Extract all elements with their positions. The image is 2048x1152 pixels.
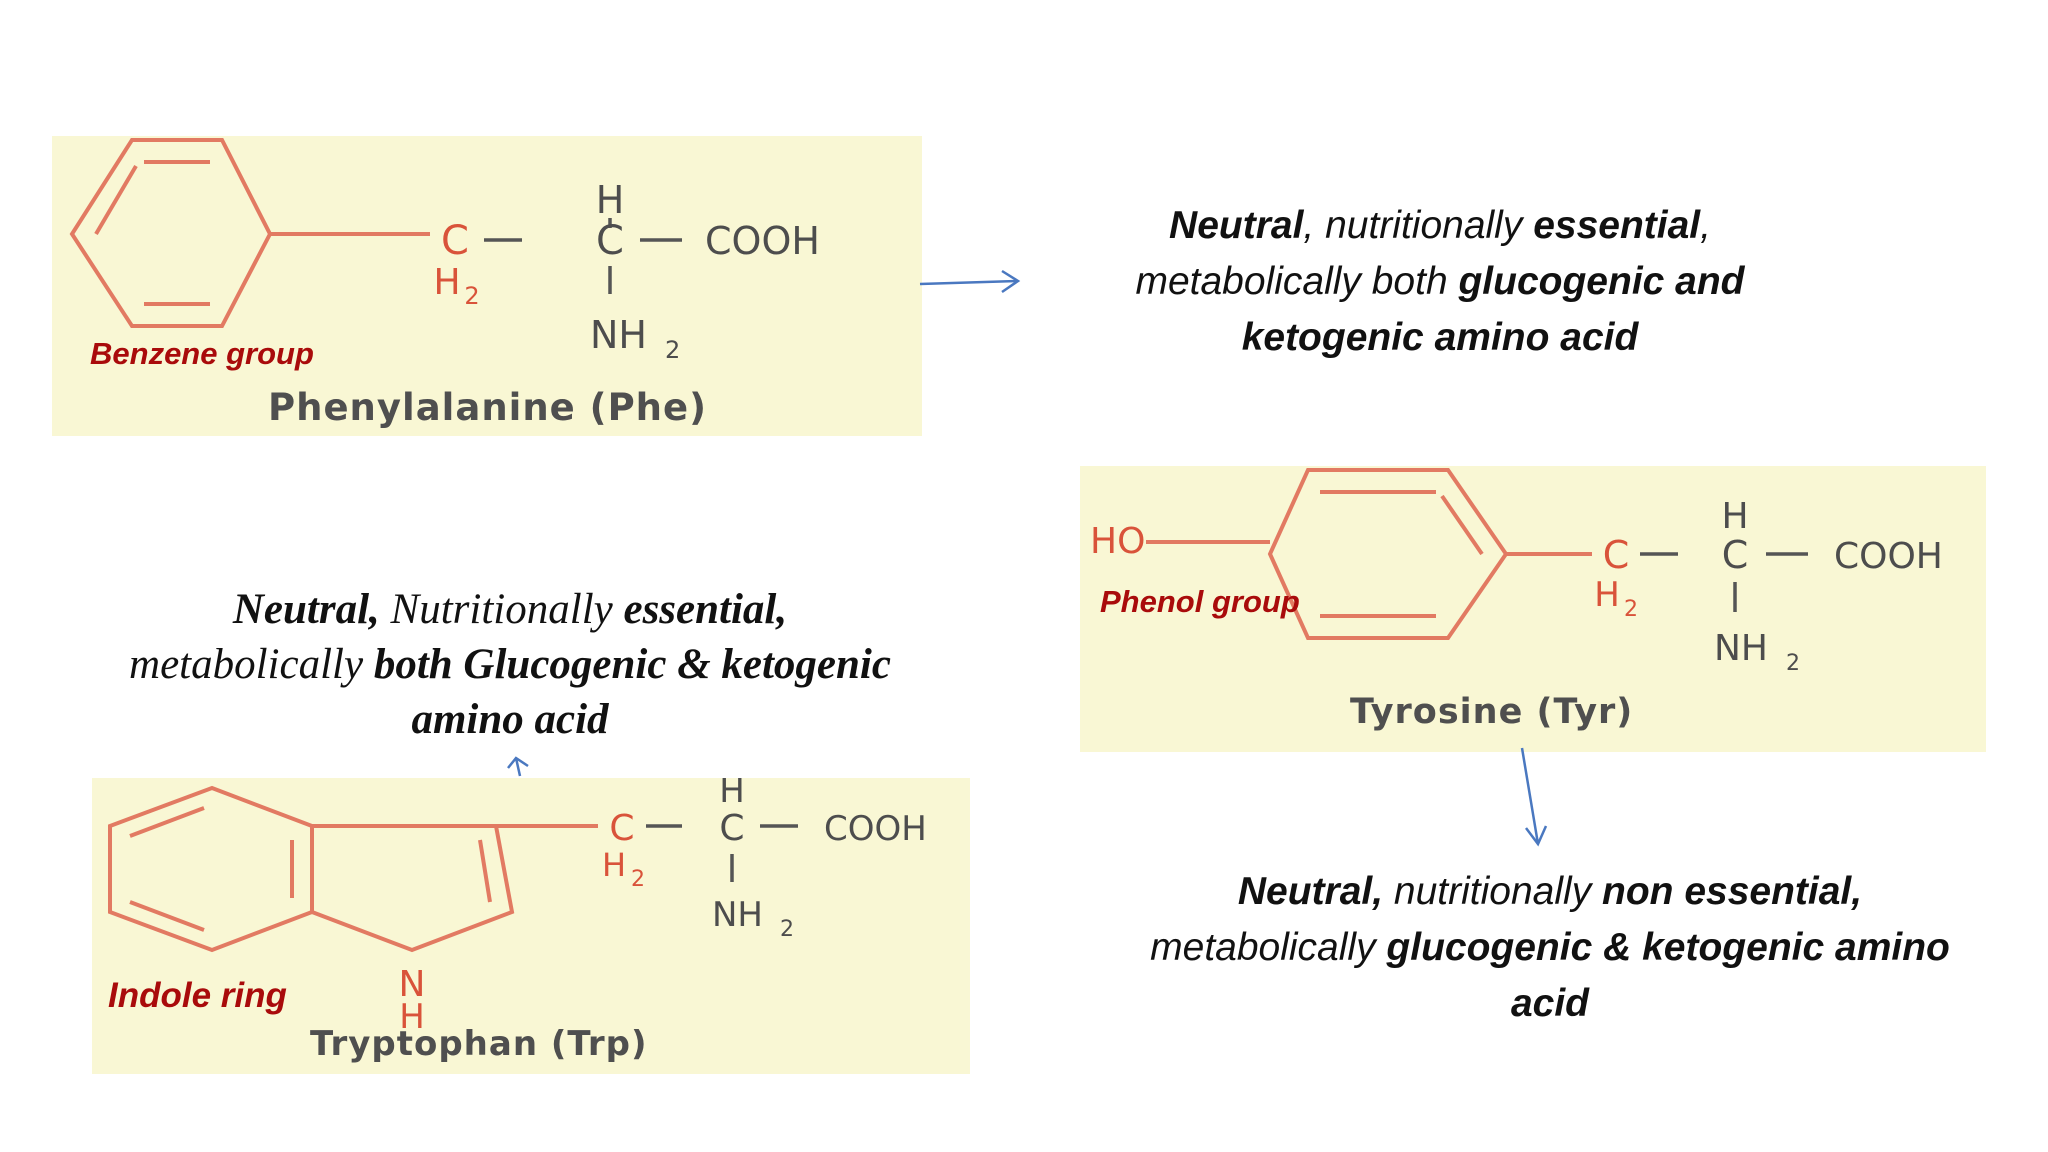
indole-nh-hydrogen: H [399,997,425,1037]
phenol-ring [1267,468,1509,640]
arrow-tyrosine-to-description [1520,747,1548,847]
alpha-hydrogen: H [719,778,745,811]
carboxyl-group: COOH [705,219,820,263]
amino-subscript: 2 [1786,651,1800,676]
carboxyl-group: COOH [824,809,927,849]
indole-pyrrole-ring [311,824,515,953]
hydroxyl-group: HO [1090,521,1145,562]
phenylalanine-structure: C H 2 H C COOH NH 2 [69,138,820,364]
ch2-hydrogen: H [1594,575,1620,615]
tryptophan-name: Tryptophan (Trp) [310,1024,648,1064]
amino-subscript: 2 [780,917,794,942]
phenol-group-label: Phenol group [1100,584,1300,619]
alpha-carbon: C [1722,533,1749,577]
tryptophan-panel: N H C H 2 H C COOH NH 2 Indole ring Tryp… [92,778,970,1074]
benzene-group-label: Benzene group [90,336,314,371]
ch2-carbon: C [609,808,634,849]
indole-ring-label: Indole ring [108,976,287,1015]
tryptophan-description: Neutral, Nutritionally essential, metabo… [129,586,891,743]
arrow-tryptophan-to-description [507,756,529,777]
arrow-phenylalanine-to-description [919,269,1021,294]
ch2-subscript: 2 [631,867,645,892]
ch2-hydrogen: H [602,846,626,884]
tyrosine-panel: HO C H 2 H C COOH NH 2 Phenol group Tyro… [1080,466,1986,752]
amino-subscript: 2 [665,336,680,364]
alpha-carbon: C [596,218,624,264]
alpha-hydrogen: H [596,178,625,222]
carboxyl-group: COOH [1834,536,1943,577]
amino-group: NH [712,895,763,935]
phenylalanine-panel: C H 2 H C COOH NH 2 Benzene group Phenyl… [52,136,922,436]
tyrosine-structure: HO C H 2 H C COOH NH 2 [1090,468,1943,676]
ch2-subscript: 2 [464,282,479,310]
ch2-subscript: 2 [1624,597,1638,622]
amino-group: NH [590,313,647,357]
alpha-carbon: C [719,808,744,849]
benzene-ring [69,138,273,328]
alpha-hydrogen: H [1721,496,1748,537]
phenylalanine-description: Neutral, nutritionally essential, metabo… [1135,204,1745,359]
tyrosine-description: Neutral, nutritionally non essential, me… [1150,870,1950,1025]
ch2-carbon: C [441,218,469,264]
amino-group: NH [1714,628,1768,669]
phenylalanine-name: Phenylalanine (Phe) [268,386,708,429]
indole-benzene-ring [108,785,314,953]
tryptophan-structure: N H C H 2 H C COOH NH 2 [108,778,927,1037]
indole-nitrogen: N [399,964,426,1005]
ch2-hydrogen: H [433,262,460,303]
ch2-carbon: C [1603,533,1630,577]
tyrosine-name: Tyrosine (Tyr) [1350,692,1634,732]
